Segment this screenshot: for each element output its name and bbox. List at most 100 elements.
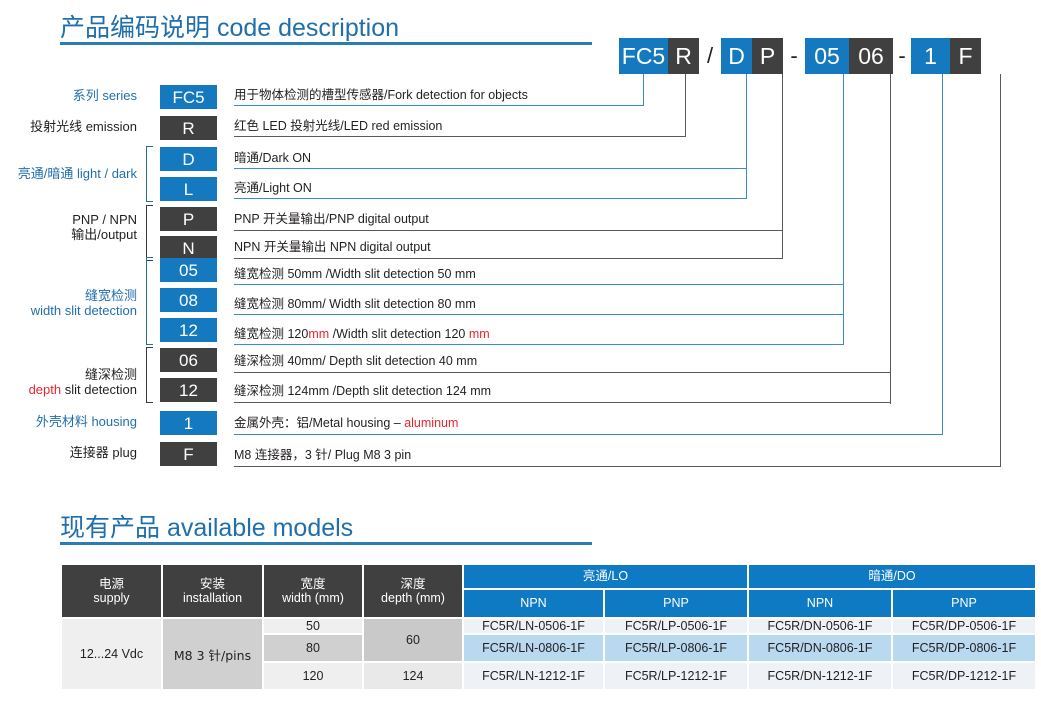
leader-vertical-housing (942, 74, 943, 434)
legend-label-depth-red: depth (28, 382, 62, 397)
header-light-on: 亮通/LO (464, 565, 747, 588)
code-chip-f[interactable]: F (950, 38, 981, 74)
legend-chip-08[interactable]: 08 (160, 288, 217, 312)
table-row: 12...24 Vdc M8 3 针/pins 50 60 FC5R/LN-05… (62, 619, 1035, 689)
legend-chip-l[interactable]: L (160, 177, 217, 201)
code-description-title: 产品编码说明 code description (60, 8, 399, 44)
header-lo-pnp: PNP (605, 589, 747, 617)
legend-chip-1[interactable]: 1 (160, 411, 217, 435)
legend-desc-12-width-red2: mm (468, 327, 490, 341)
code-chip-d[interactable]: D (721, 38, 752, 74)
legend-chip-06[interactable]: 06 (160, 348, 217, 372)
cell-model-1-3: FC5R/DP-0806-1F (893, 635, 1035, 661)
code-separator-dash-1: - (790, 43, 798, 68)
header-width: 宽度 width (mm) (264, 565, 362, 617)
legend-chip-12-width[interactable]: 12 (160, 318, 217, 342)
legend-desc-d: 暗通/Dark ON (234, 151, 312, 165)
legend-chip-05[interactable]: 05 (160, 258, 217, 282)
code-chip-05[interactable]: 05 (805, 38, 849, 74)
leader-vertical-width (843, 74, 844, 344)
legend-chip-n[interactable]: N (160, 236, 217, 260)
leader-horizontal-06 (234, 372, 891, 373)
leader-horizontal-08 (234, 314, 844, 315)
leader-horizontal-05 (234, 284, 844, 285)
header-lo-npn: NPN (464, 589, 603, 617)
legend-chip-fc5[interactable]: FC5 (160, 85, 217, 109)
header-width-cn: 宽度 (300, 576, 326, 591)
legend-chip-f[interactable]: F (160, 442, 217, 466)
header-supply-en: supply (93, 591, 130, 605)
legend-label-pnp-npn: PNP / NPN 输出/output (0, 212, 137, 242)
cell-depth-2: 124 (364, 663, 462, 689)
code-chip-06[interactable]: 06 (849, 38, 893, 74)
table-row: 80 FC5R/LN-0806-1F FC5R/LP-0806-1F FC5R/… (62, 635, 1035, 661)
cell-width-0: 50 (264, 619, 362, 633)
legend-chip-r[interactable]: R (160, 116, 217, 140)
cell-model-2-2: FC5R/DN-1212-1F (749, 663, 891, 689)
available-models-title-rule (60, 542, 592, 545)
legend-chip-p[interactable]: P (160, 207, 217, 231)
code-chip-p[interactable]: P (752, 38, 783, 74)
legend-desc-12-width-mid: /Width slit detection 120 (329, 327, 469, 341)
header-depth: 深度 depth (mm) (364, 565, 462, 617)
cell-model-0-1: FC5R/LP-0506-1F (605, 619, 747, 633)
leader-horizontal-l (234, 198, 747, 199)
legend-chip-12-depth[interactable]: 12 (160, 378, 217, 402)
code-description-title-en: code description (216, 14, 400, 42)
models-table: 电源 supply 安装 installation 宽度 width (mm) … (60, 563, 1037, 691)
leader-horizontal-12d (234, 402, 891, 403)
available-models-title-en: available models (166, 514, 354, 542)
header-width-en: width (mm) (282, 591, 344, 605)
legend-desc-n: NPN 开关量输出 NPN digital output (234, 240, 431, 254)
legend-label-series: 系列 series (72, 88, 137, 103)
cell-model-1-0: FC5R/LN-0806-1F (464, 635, 603, 661)
header-installation: 安装 installation (163, 565, 262, 617)
code-chip-1[interactable]: 1 (911, 38, 950, 74)
cell-model-0-0: FC5R/LN-0506-1F (464, 619, 603, 633)
cell-installation-value: M8 3 针/pins (163, 619, 262, 689)
code-description-title-rule (60, 42, 592, 45)
legend-desc-p: PNP 开关量输出/PNP digital output (234, 212, 429, 226)
legend-desc-12-width: 缝宽检测 120mm /Width slit detection 120 mm (234, 327, 490, 341)
available-models-title-cn: 现有产品 (60, 513, 161, 542)
cell-model-1-1: FC5R/LP-0806-1F (605, 635, 747, 661)
cell-model-2-0: FC5R/LN-1212-1F (464, 663, 603, 689)
bracket-depth-slit (146, 347, 153, 403)
header-depth-cn: 深度 (400, 576, 426, 591)
header-do-npn: NPN (749, 589, 891, 617)
legend-desc-housing-red: aluminum (404, 416, 459, 430)
header-installation-cn: 安装 (199, 576, 225, 591)
leader-vertical-plug (1000, 74, 1001, 466)
legend-desc-08: 缝宽检测 80mm/ Width slit detection 80 mm (234, 297, 476, 311)
header-depth-en: depth (mm) (381, 591, 445, 605)
legend-desc-12-depth: 缝深检测 124mm /Depth slit detection 124 mm (234, 384, 492, 398)
cell-model-0-3: FC5R/DP-0506-1F (893, 619, 1035, 633)
legend-chip-d[interactable]: D (160, 147, 217, 171)
code-separator-slash: / (706, 43, 714, 68)
legend-desc-05: 缝宽检测 50mm /Width slit detection 50 mm (234, 267, 476, 281)
header-dark-on: 暗通/DO (749, 565, 1035, 588)
legend-desc-12-width-red1: mm (308, 327, 330, 341)
legend-desc-fc5: 用于物体检测的槽型传感器/Fork detection for objects (234, 88, 528, 102)
cell-depth-0: 60 (364, 619, 462, 661)
code-separator-dash-2: - (898, 43, 906, 68)
legend-label-depth-slit-en: depth slit detection (28, 382, 137, 397)
code-chip-fc5[interactable]: FC5 (619, 38, 668, 74)
leader-horizontal-n (234, 258, 783, 259)
legend-label-pnp-npn-line1: PNP / NPN (72, 212, 137, 227)
legend-desc-plug: M8 连接器，3 针/ Plug M8 3 pin (234, 448, 412, 462)
legend-label-housing: 外壳材料 housing (35, 414, 137, 429)
table-row: 120 124 FC5R/LN-1212-1F FC5R/LP-1212-1F … (62, 663, 1035, 689)
leader-horizontal-housing (234, 434, 943, 435)
header-installation-en: installation (182, 591, 243, 605)
leader-vertical-r (685, 74, 686, 136)
cell-model-2-1: FC5R/LP-1212-1F (605, 663, 747, 689)
legend-desc-housing: 金属外壳：铝/Metal housing – aluminum (234, 416, 458, 430)
bracket-light-dark (146, 146, 153, 202)
header-do-pnp: PNP (893, 589, 1035, 617)
code-chip-r[interactable]: R (668, 38, 699, 74)
legend-label-pnp-npn-line2: 输出/output (71, 227, 137, 242)
legend-desc-r: 红色 LED 投射光线/LED red emission (234, 119, 443, 133)
cell-model-0-2: FC5R/DN-0506-1F (749, 619, 891, 633)
leader-vertical-dl (746, 74, 747, 198)
